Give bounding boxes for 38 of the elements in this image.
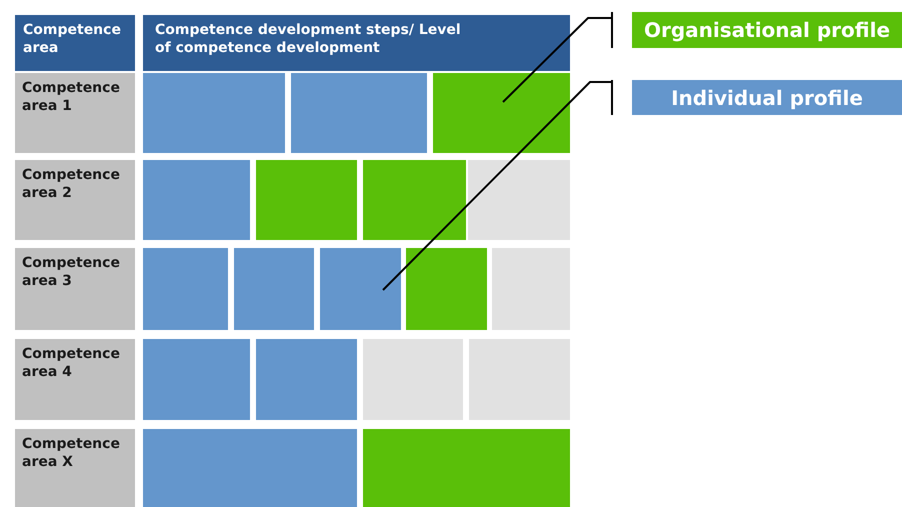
level-block [143, 248, 228, 330]
level-block [433, 73, 570, 153]
level-block [406, 248, 487, 330]
level-block [234, 248, 314, 330]
level-block [363, 429, 570, 507]
profile-tag [632, 12, 902, 48]
level-block [143, 339, 250, 420]
label-text: Competence area X [22, 435, 121, 472]
label-text: Competence area 4 [22, 345, 121, 382]
row-label-panel [15, 73, 135, 153]
level-block [468, 160, 570, 240]
level-block [469, 339, 570, 420]
profile-label: Individual profile [671, 84, 863, 110]
leader-line [502, 11, 613, 103]
level-block [492, 248, 570, 330]
profile-label: Organisational profile [644, 17, 890, 43]
level-block [256, 339, 357, 420]
profile-tag [632, 80, 902, 115]
row-label-panel [15, 248, 135, 330]
label-text: Competence area [23, 21, 122, 58]
label-text: Competence area 3 [22, 254, 121, 290]
leader-line [382, 79, 613, 291]
level-block [320, 248, 401, 330]
level-block [256, 160, 357, 240]
label-text: Competence area 1 [22, 79, 121, 116]
row-label-panel [15, 339, 135, 420]
level-block [143, 73, 285, 153]
header-panel [143, 15, 570, 71]
row-label-panel [15, 429, 135, 507]
label-text: Competence area 2 [22, 166, 121, 202]
level-block [291, 73, 427, 153]
level-block [143, 429, 357, 507]
level-block [363, 160, 466, 240]
label-text: Competence development steps/ Level of competence development [154, 21, 462, 58]
level-block [363, 339, 463, 420]
header-panel [15, 15, 135, 71]
level-block [143, 160, 250, 240]
row-label-panel [15, 160, 135, 240]
